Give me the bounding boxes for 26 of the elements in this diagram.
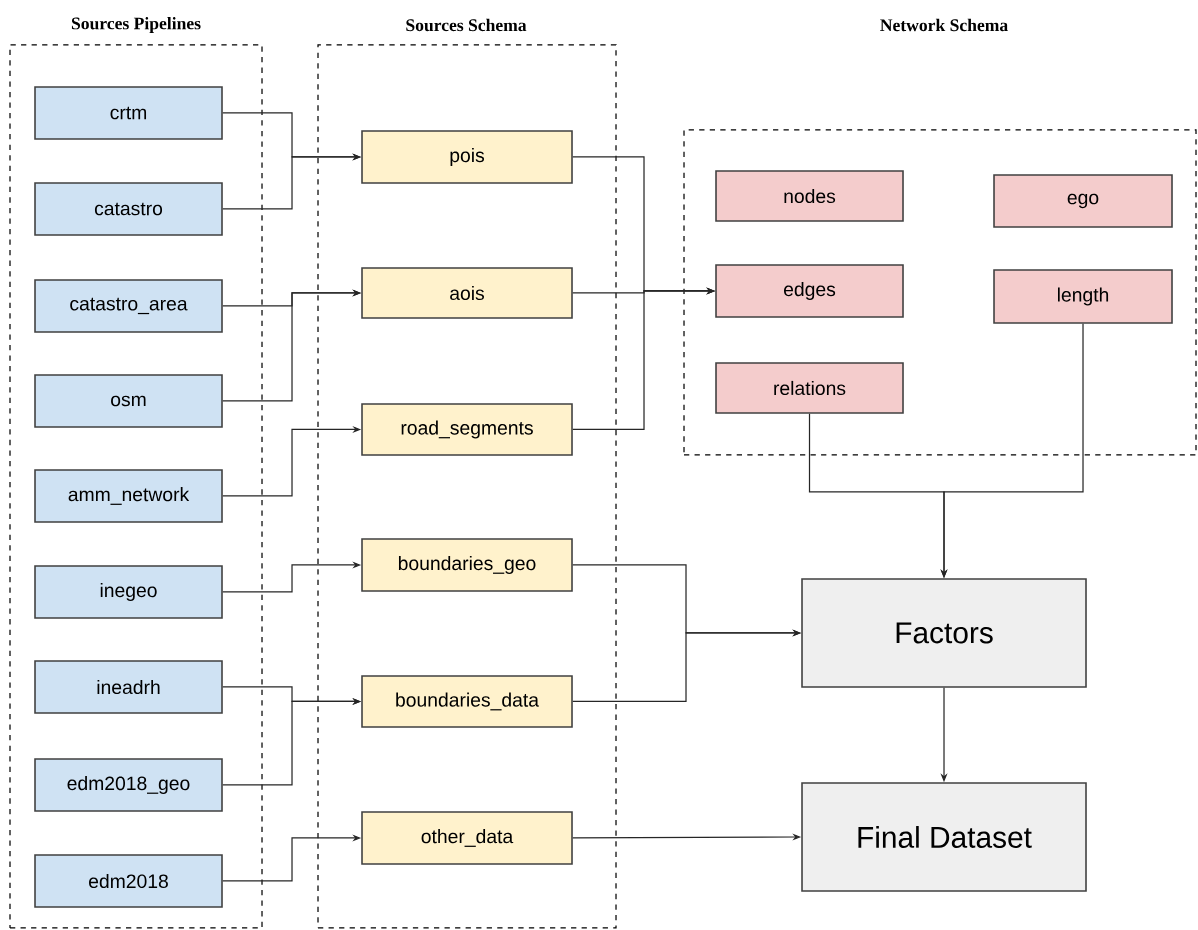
process-box: nodes (715, 170, 904, 222)
process-box: ineadrh (34, 660, 223, 714)
dashed-group-frame (683, 129, 1197, 456)
process-box: pois (361, 130, 573, 184)
process-box: other_data (361, 811, 573, 865)
process-box: edm2018_geo (34, 758, 223, 812)
column-heading: Network Schema (880, 18, 1008, 32)
process-box: catastro_area (34, 279, 223, 333)
process-box: aois (361, 267, 573, 319)
process-box: relations (715, 362, 904, 414)
process-box: edm2018 (34, 854, 223, 908)
process-box: catastro (34, 182, 223, 236)
process-box: edges (715, 264, 904, 318)
process-box: osm (34, 374, 223, 428)
process-box: boundaries_data (361, 675, 573, 728)
column-heading: Sources Schema (406, 18, 527, 32)
process-box: crtm (34, 86, 223, 140)
process-box: Factors (801, 578, 1087, 688)
process-box: Final Dataset (801, 782, 1087, 892)
process-box: amm_network (34, 469, 223, 523)
process-box: ego (993, 174, 1173, 228)
process-box: road_segments (361, 403, 573, 456)
column-heading: Sources Pipelines (71, 17, 201, 33)
process-box: boundaries_geo (361, 538, 573, 592)
process-box: length (993, 269, 1173, 324)
process-box: inegeo (34, 565, 223, 619)
